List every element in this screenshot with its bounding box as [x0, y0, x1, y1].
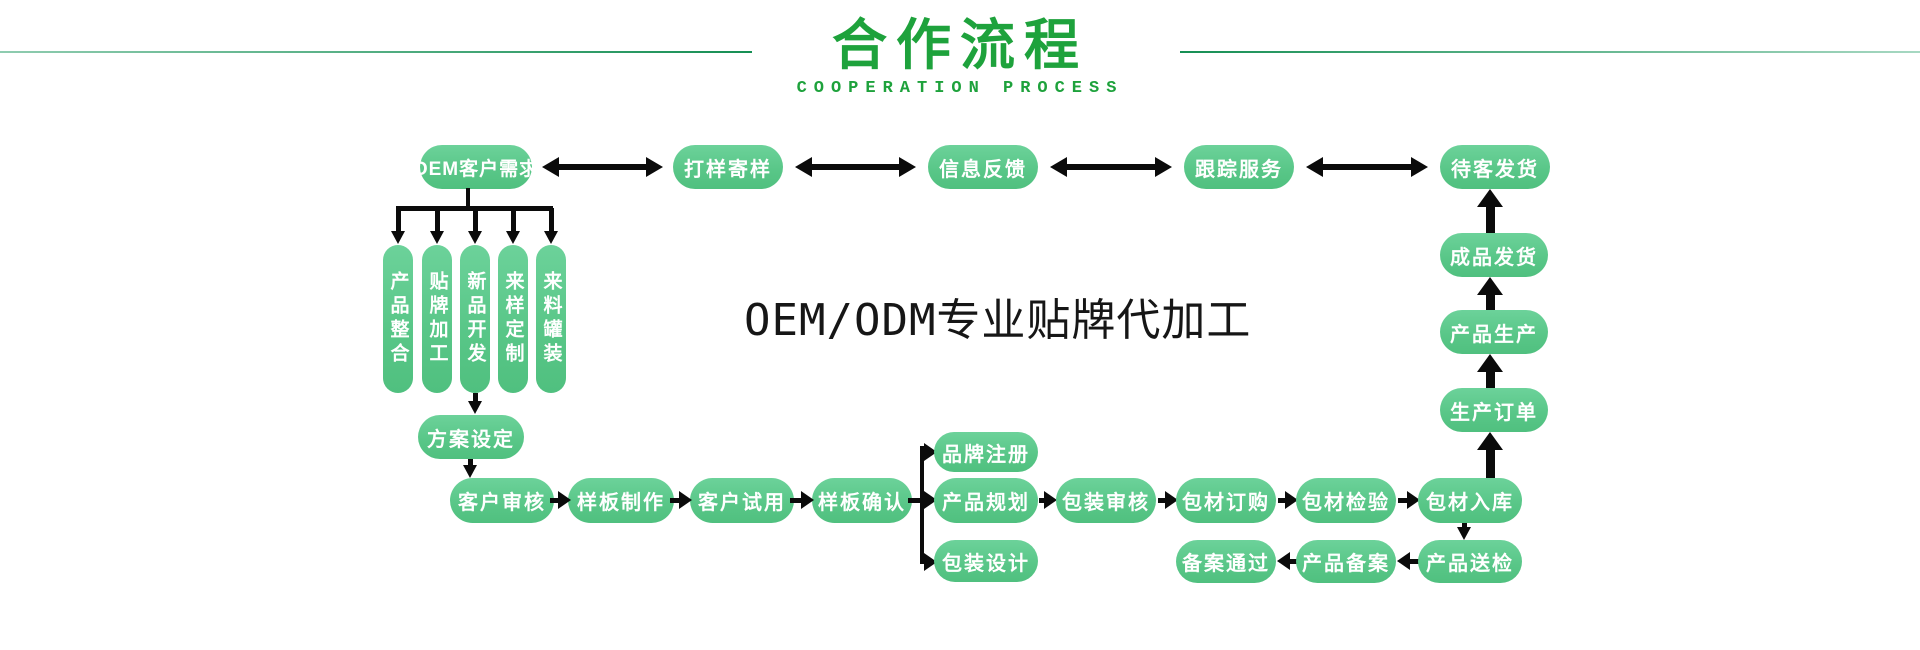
node-product-planning: 产品规划	[934, 478, 1038, 523]
double-arrow-icon	[542, 157, 663, 177]
vpill-new-product-dev: 新品开发	[460, 245, 490, 393]
up-arrow-icon	[1477, 277, 1503, 310]
up-arrow-icon	[1477, 189, 1503, 233]
right-arrow-icon	[1278, 491, 1298, 509]
page-title: 合作流程	[831, 14, 1088, 76]
node-material-inspect: 包材检验	[1296, 478, 1396, 523]
node-package-design: 包装设计	[934, 540, 1038, 582]
down-arrow-icon	[461, 459, 479, 478]
down-arrow-icon	[504, 208, 522, 244]
node-info-feedback: 信息反馈	[928, 145, 1038, 189]
down-arrow-icon	[1455, 523, 1473, 540]
node-package-review: 包装审核	[1056, 478, 1156, 523]
right-arrow-icon	[790, 491, 814, 509]
node-sample-making: 样板制作	[568, 478, 674, 523]
node-oem-customer-needs: OEM客户需求	[413, 145, 538, 189]
node-material-order: 包材订购	[1176, 478, 1276, 523]
vpill-material-filling: 来料罐装	[536, 245, 566, 393]
header-divider-left	[0, 51, 752, 53]
node-brand-register: 品牌注册	[934, 432, 1038, 472]
right-arrowhead-icon	[924, 491, 937, 509]
right-arrow-icon	[550, 491, 571, 509]
header: 合作流程 COOPERATION PROCESS	[0, 14, 1920, 98]
up-arrow-icon	[1477, 432, 1503, 478]
double-arrow-icon	[1050, 157, 1172, 177]
node-product-production: 产品生产	[1440, 310, 1548, 354]
node-record-pass: 备案通过	[1176, 540, 1276, 583]
node-plan-setting: 方案设定	[418, 415, 524, 459]
node-sample-send: 打样寄样	[673, 145, 783, 189]
left-arrow-icon	[1277, 552, 1297, 570]
center-slogan: OEM/ODM专业贴牌代加工	[744, 295, 1252, 346]
right-arrow-icon	[1158, 491, 1178, 509]
connector-line	[908, 498, 922, 503]
double-arrow-icon	[795, 157, 916, 177]
down-arrow-icon	[428, 208, 446, 244]
vpill-oem-processing: 贴牌加工	[422, 245, 452, 393]
left-arrow-icon	[1397, 552, 1419, 570]
up-arrow-icon	[1477, 354, 1503, 388]
node-finished-delivery: 成品发货	[1440, 233, 1548, 277]
node-customer-trial: 客户试用	[690, 478, 794, 523]
down-arrow-icon	[466, 208, 484, 244]
down-arrow-icon	[466, 393, 484, 414]
node-product-test: 产品送检	[1418, 540, 1522, 583]
right-arrowhead-icon	[924, 553, 937, 571]
header-divider-right	[1180, 51, 1920, 53]
node-production-order: 生产订单	[1440, 388, 1548, 432]
node-await-delivery: 待客发货	[1440, 145, 1550, 189]
down-arrow-icon	[389, 208, 407, 244]
right-arrowhead-icon	[924, 443, 937, 461]
right-arrow-icon	[1039, 491, 1057, 509]
node-customer-review: 客户审核	[450, 478, 554, 523]
node-product-record: 产品备案	[1296, 540, 1396, 583]
node-sample-confirm: 样板确认	[812, 478, 912, 523]
node-tracking-service: 跟踪服务	[1184, 145, 1294, 189]
right-arrow-icon	[1398, 491, 1420, 509]
connector-line	[466, 188, 470, 210]
vpill-custom-sample: 来样定制	[498, 245, 528, 393]
right-arrow-icon	[670, 491, 692, 509]
vpill-product-integration: 产品整合	[383, 245, 413, 393]
node-material-storage: 包材入库	[1418, 478, 1522, 523]
double-arrow-icon	[1306, 157, 1428, 177]
down-arrow-icon	[542, 208, 560, 244]
page-subtitle: COOPERATION PROCESS	[796, 79, 1124, 99]
connector-line	[920, 446, 924, 564]
